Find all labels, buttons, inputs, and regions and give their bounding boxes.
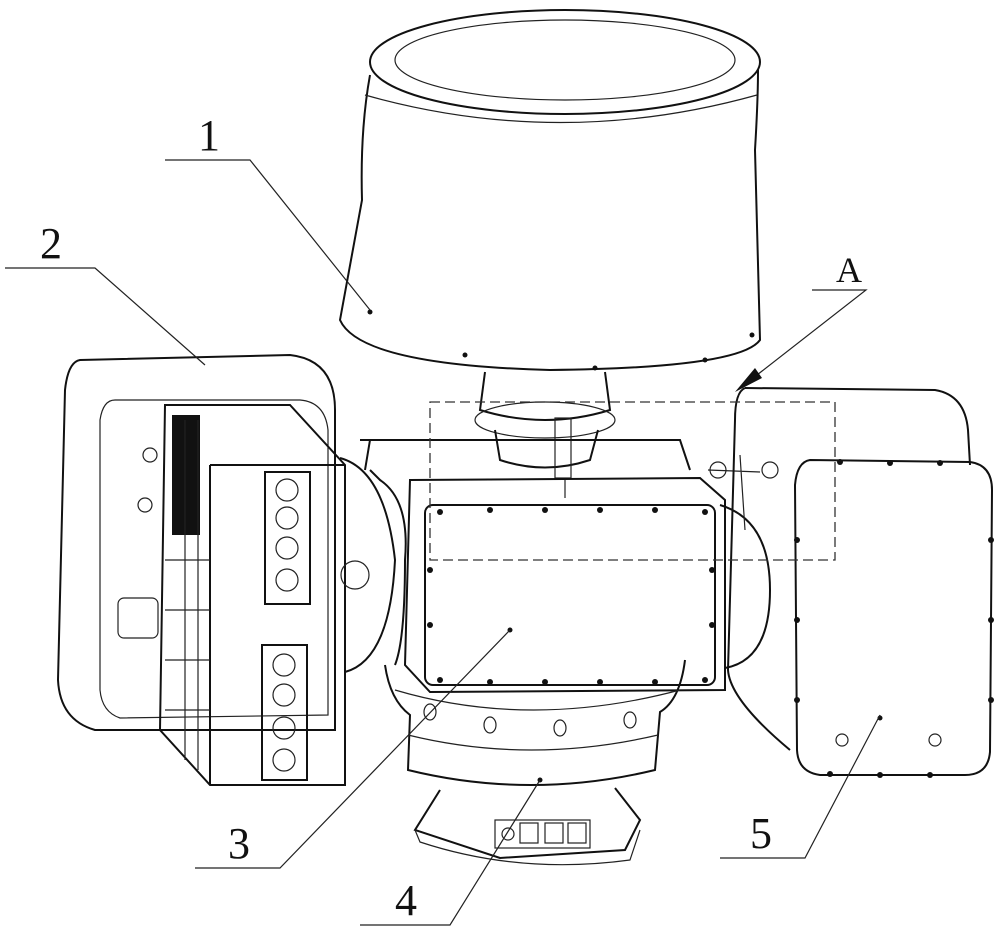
left-box-part-2 <box>56 353 346 786</box>
central-yoke <box>339 439 779 673</box>
radome-part-1 <box>338 9 762 498</box>
label-part-5: 5 <box>750 809 772 858</box>
arrow-icon <box>735 368 762 392</box>
base-part-4 <box>384 659 686 866</box>
detail-a-frame <box>429 401 836 561</box>
label-detail-a: A <box>836 250 862 290</box>
housing-part-3 <box>403 476 726 694</box>
label-part-1: 1 <box>198 111 220 160</box>
label-part-2: 2 <box>40 219 62 268</box>
leader-lines <box>5 159 881 926</box>
label-part-3: 3 <box>228 819 250 868</box>
right-box-part-5 <box>726 387 994 778</box>
label-part-4: 4 <box>395 876 417 925</box>
